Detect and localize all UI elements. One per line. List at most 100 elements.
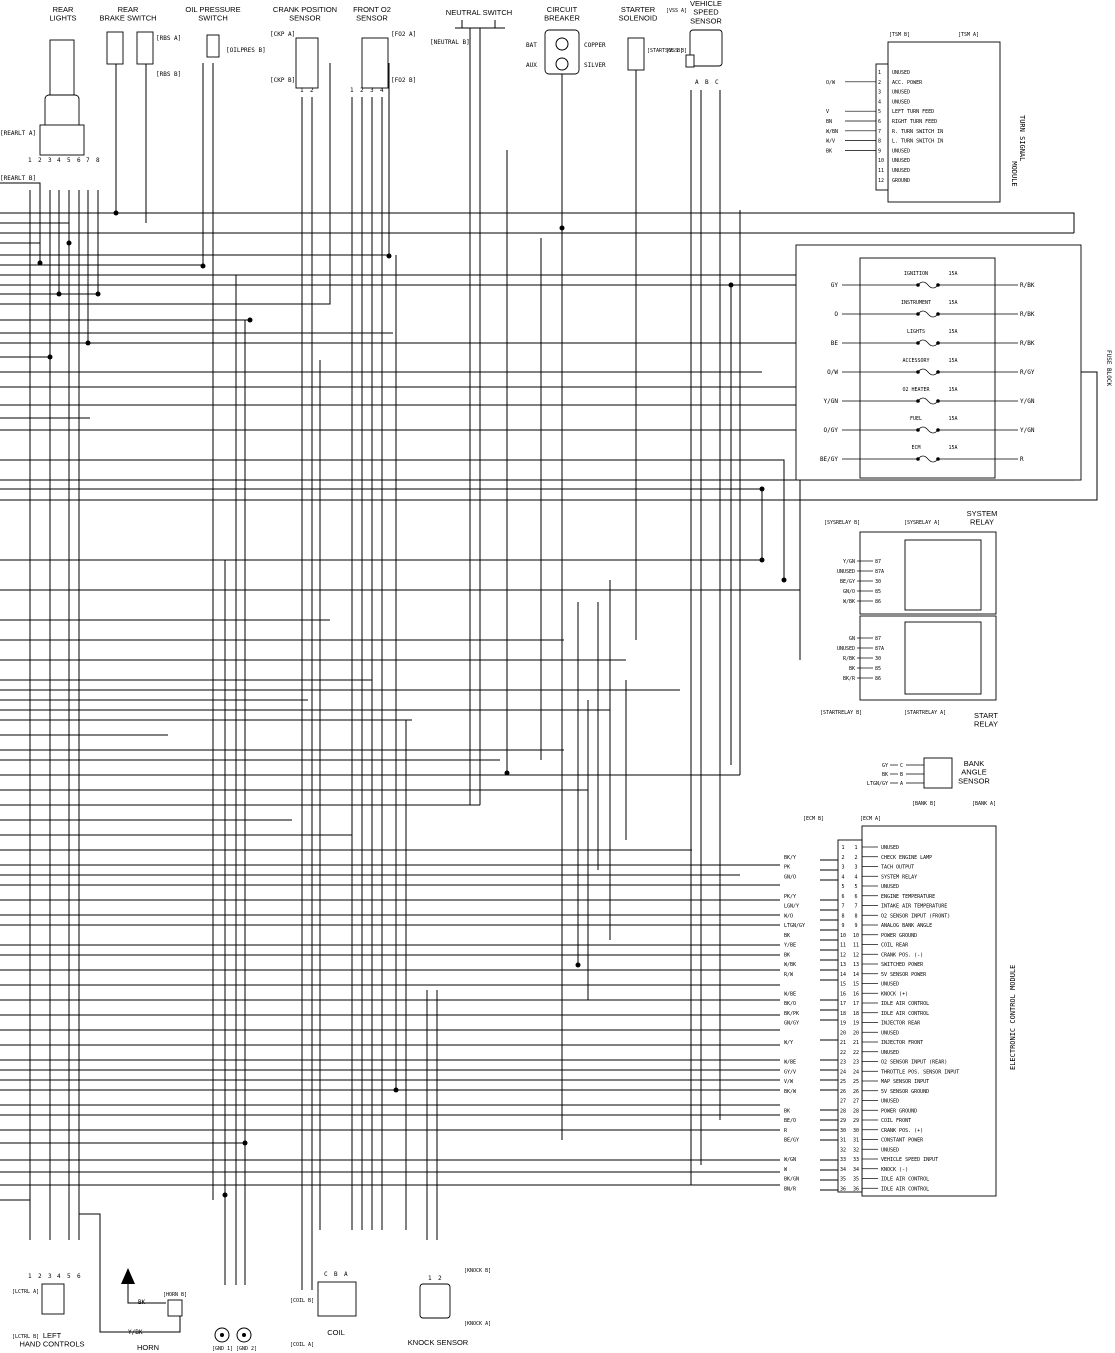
ecm-pin-label: INJECTOR FRONT [881, 1040, 923, 1046]
ecm-pin-label: UNUSED [881, 884, 899, 890]
fuse-in-wire: BE [831, 340, 839, 347]
ecm-pin-label: 5V SENSOR GROUND [881, 1089, 929, 1095]
ecm-pin-label: O2 SENSOR INPUT (FRONT) [881, 913, 950, 919]
ecm-pin-number-b: 23 [840, 1060, 846, 1066]
ecm-pin-number-a: 28 [853, 1108, 859, 1114]
ecm-pin-number-b: 13 [840, 962, 846, 968]
ecm-pin-number-b: 32 [840, 1147, 846, 1153]
ecm-pin-label: INTAKE AIR TEMPERATURE [881, 904, 947, 910]
ecm-pin-number-b: 31 [840, 1138, 846, 1144]
ecm-pin-number-a: 14 [853, 972, 859, 978]
svg-text:Y/BK: Y/BK [128, 1329, 143, 1336]
ecm-pin-label: IDLE AIR CONTROL [881, 1177, 929, 1183]
svg-text:A: A [695, 79, 699, 86]
fuse-in-wire: BE/GY [820, 456, 838, 463]
tsm-pin-number: 7 [878, 129, 881, 135]
ecm-pin-number-b: 5 [841, 884, 844, 890]
tsm-pin-number: 9 [878, 148, 881, 154]
ecm-pin-number-b: 11 [840, 943, 846, 949]
system-relay-pin-wire: BE/GY [840, 579, 855, 585]
svg-text:3: 3 [48, 1273, 52, 1280]
ecm-pin-number-b: 25 [840, 1079, 846, 1085]
ecm-pin-label: 5V SENSOR POWER [881, 972, 927, 978]
ecm-pin-number-a: 34 [853, 1167, 859, 1173]
ecm-pin-label: ANALOG BANK ANGLE [881, 923, 932, 929]
knock-sensor-title: KNOCK SENSOR [408, 1338, 469, 1347]
ecm-pin-number-a: 29 [853, 1118, 859, 1124]
horn: [HORN B] HORN BK Y/BK [121, 1268, 187, 1352]
ecm-pin-number-b: 26 [840, 1089, 846, 1095]
fuse-amp: 15A [948, 271, 957, 277]
tsm-pin-label: UNUSED [892, 158, 910, 164]
ecm-pin-label: CRANK POS. (-) [881, 952, 923, 958]
tsm-pin-label: UNUSED [892, 148, 910, 154]
fuse-amp: 15A [948, 358, 957, 364]
fuse-out-wire: R/BK [1020, 311, 1035, 318]
fuse-in-wire: O/GY [824, 427, 839, 434]
fuse-name: ECM [911, 445, 920, 451]
svg-text:[TSM A]: [TSM A] [958, 32, 979, 38]
ecm-pin-number-b: 21 [840, 1040, 846, 1046]
tsm-pin-label: UNUSED [892, 90, 910, 96]
ecm-pin-number-b: 34 [840, 1167, 846, 1173]
ecm-pin-number-a: 20 [853, 1030, 859, 1036]
ecm-pin-number-a: 22 [853, 1050, 859, 1056]
ecm-pin-number-b: 36 [840, 1186, 846, 1192]
ecm-pin-label: TACH OUTPUT [881, 865, 914, 871]
svg-text:[STARTSOL B]: [STARTSOL B] [647, 48, 683, 54]
svg-text:[GND 1]: [GND 1] [212, 1346, 233, 1352]
ecm-pin-label: IDLE AIR CONTROL [881, 1001, 929, 1007]
fuse-in-wire: O/W [827, 369, 838, 376]
ecm-pin-number-a: 3 [854, 865, 857, 871]
svg-text:6: 6 [77, 157, 81, 164]
ecm-pin-label: MAP SENSOR INPUT [881, 1079, 929, 1085]
svg-text:[NEUTRAL B]: [NEUTRAL B] [430, 39, 470, 46]
ecm-pin-wire: BN/R [784, 1186, 797, 1192]
ecm-pin-label: INJECTOR REAR [881, 1021, 921, 1027]
svg-text:[RBS A]: [RBS A] [156, 35, 181, 42]
fuse-out-wire: R/BK [1020, 282, 1035, 289]
svg-text:[VSS B]: [VSS B] [666, 48, 687, 54]
svg-text:[LCTRL A]: [LCTRL A] [12, 1289, 39, 1295]
ecm-pin-number-b: 27 [840, 1099, 846, 1105]
ecm-pin-number-b: 18 [840, 1011, 846, 1017]
svg-text:[GND 2]: [GND 2] [236, 1346, 257, 1352]
svg-text:[SYSRELAY B]: [SYSRELAY B] [824, 520, 860, 526]
svg-text:1: 1 [28, 1273, 32, 1280]
ecm-pin-number-a: 23 [853, 1060, 859, 1066]
ecm-pin-wire: R/W [784, 972, 794, 978]
system-relay-pin-wire: W/BK [843, 599, 855, 605]
start-relay-pin-number: 87A [875, 646, 884, 652]
ecm-pin-number-a: 30 [853, 1128, 859, 1134]
tsm-pin-number: 12 [878, 178, 884, 184]
ecm-pin-wire: BE/GY [784, 1138, 799, 1144]
svg-text:[SYSRELAY A]: [SYSRELAY A] [904, 520, 940, 526]
tsm-pin-number: 5 [878, 109, 881, 115]
ecm-pin-wire: W/BE [784, 1060, 796, 1066]
ecm-pin-label: KNOCK (+) [881, 991, 908, 997]
tsm-pin-number: 10 [878, 158, 884, 164]
svg-text:AUX: AUX [526, 62, 537, 69]
svg-text:[FO2 B]: [FO2 B] [391, 77, 416, 84]
fuse-amp: 15A [948, 387, 957, 393]
ecm-pin-label: COIL REAR [881, 943, 909, 949]
ecm-pin-number-a: 9 [854, 923, 857, 929]
svg-text:[BANK A]: [BANK A] [972, 801, 996, 807]
svg-text:[FO2 A]: [FO2 A] [391, 31, 416, 38]
ecm-pin-label: UNUSED [881, 845, 899, 851]
ecm-pin-label: UNUSED [881, 982, 899, 988]
